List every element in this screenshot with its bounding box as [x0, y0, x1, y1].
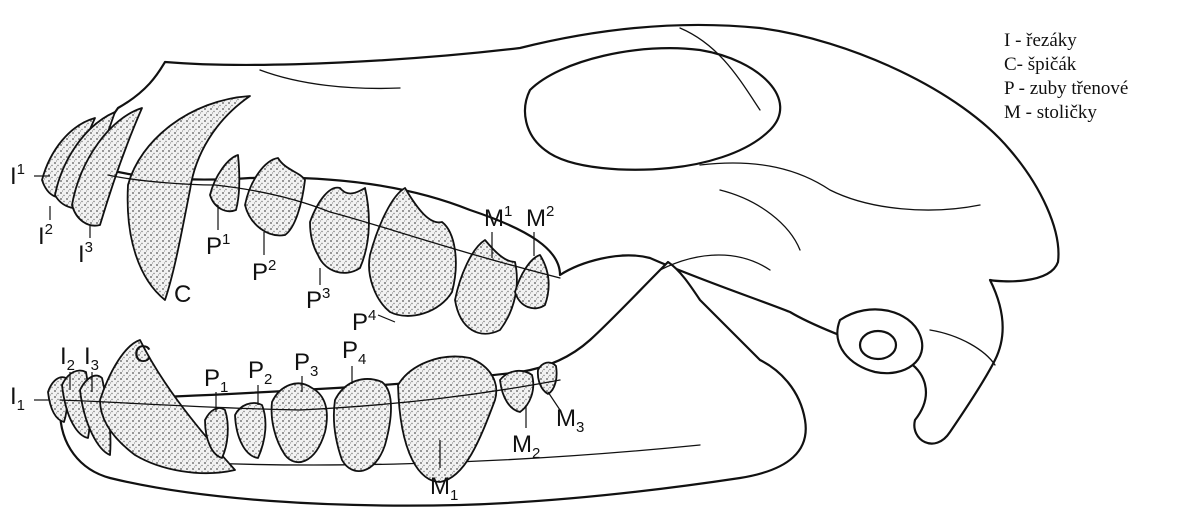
upper-premolar-4 — [369, 188, 456, 316]
label-lower-P2: P2 — [248, 357, 272, 388]
label-upper-C: C — [174, 281, 191, 308]
label-upper-I1: I1 — [10, 161, 25, 190]
legend: I - řezáky C- špičák P - zuby třenové M … — [1004, 30, 1128, 123]
label-lower-I1: I1 — [10, 383, 25, 414]
label-lower-P3: P3 — [294, 349, 318, 380]
label-upper-P1: P1 — [206, 231, 230, 260]
legend-item-canine: C- špičák — [1004, 54, 1077, 75]
legend-item-incisors: I - řezáky — [1004, 30, 1077, 51]
legend-item-premolars: P - zuby třenové — [1004, 78, 1128, 99]
label-lower-I2: I2 — [60, 343, 75, 374]
label-lower-P1: P1 — [204, 365, 228, 396]
upper-molar-1 — [455, 240, 517, 334]
label-upper-P2: P2 — [252, 257, 276, 286]
label-lower-C: C — [134, 341, 151, 368]
upper-molar-2 — [515, 255, 549, 308]
upper-premolar-3 — [310, 188, 369, 273]
label-upper-I2: I2 — [38, 221, 53, 250]
legend-item-molars: M - stoličky — [1004, 102, 1097, 123]
label-upper-I3: I3 — [78, 239, 93, 268]
label-upper-P3: P3 — [306, 285, 330, 314]
label-lower-P4: P4 — [342, 337, 366, 368]
label-lower-I3: I3 — [84, 343, 99, 374]
label-upper-M1: M1 — [484, 203, 512, 232]
label-upper-P4: P4 — [352, 307, 376, 336]
